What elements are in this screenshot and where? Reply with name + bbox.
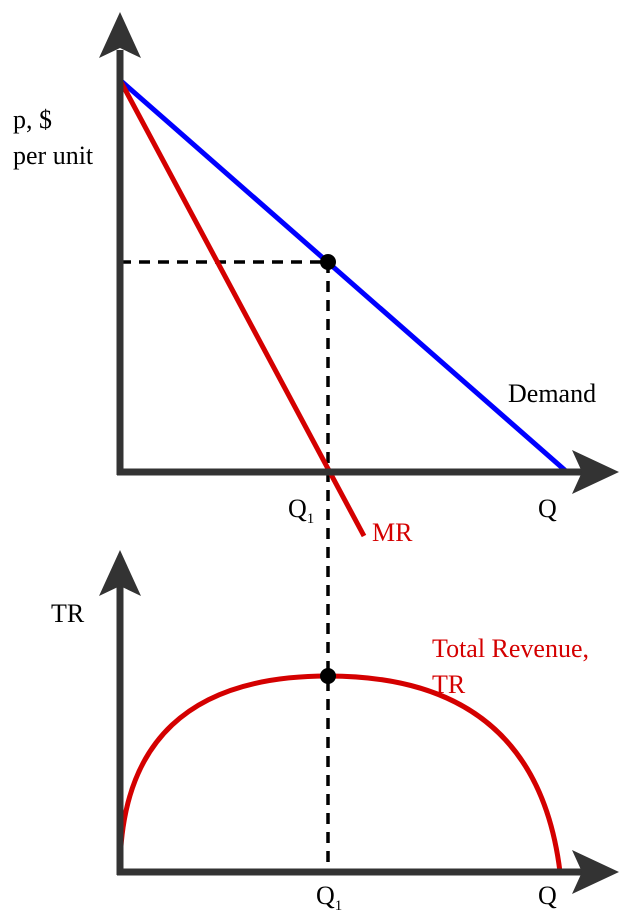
top-y-axis-label-line2: per unit (13, 141, 94, 170)
bottom-q1-subscript: 1 (335, 898, 343, 914)
bottom-panel: TR Total Revenue, TR Q Q1 (51, 550, 619, 914)
bottom-y-axis-arrowhead (99, 550, 141, 596)
bottom-x-axis-arrowhead (572, 850, 619, 894)
total-revenue-label-line1: Total Revenue, (432, 634, 589, 663)
total-revenue-curve (117, 673, 563, 873)
mr-label: MR (372, 518, 413, 547)
demand-point (320, 254, 336, 270)
bottom-q1-label: Q1 (316, 881, 342, 914)
top-q1-subscript: 1 (307, 511, 315, 527)
top-y-axis-label-line1: p, $ (13, 105, 52, 134)
demand-curve (118, 78, 569, 474)
top-q1-label: Q1 (288, 494, 314, 527)
marginal-revenue-curve (117, 78, 367, 538)
max-tr-point (320, 668, 336, 684)
top-q1-letter: Q (288, 494, 307, 523)
bottom-x-axis-label: Q (538, 881, 557, 910)
demand-label: Demand (508, 379, 596, 408)
top-x-axis-label: Q (538, 494, 557, 523)
bottom-q1-letter: Q (316, 881, 335, 910)
top-y-axis-arrowhead (99, 12, 141, 58)
top-panel: p, $ per unit Demand Q Q1 MR (13, 12, 619, 872)
total-revenue-label-line2: TR (432, 670, 466, 699)
bottom-y-axis-label: TR (51, 599, 85, 628)
top-x-axis-arrowhead (572, 450, 619, 494)
